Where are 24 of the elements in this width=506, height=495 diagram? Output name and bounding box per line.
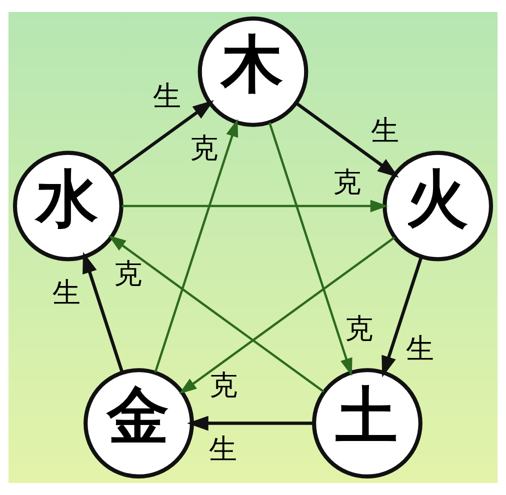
arrow (108, 235, 324, 393)
arrow (187, 416, 314, 431)
arrow (382, 256, 423, 378)
arrow (268, 122, 352, 376)
edge-label: 生 (406, 332, 434, 366)
arrow (295, 102, 399, 178)
edge-label: 克 (344, 312, 373, 345)
node-circle: 土 (312, 368, 422, 478)
node-circle: 木 (198, 16, 308, 127)
node-circle: 水 (12, 150, 124, 262)
node-circle: 火 (382, 150, 494, 262)
edge-label: 克 (209, 368, 238, 402)
edge-label: 克 (333, 165, 362, 198)
edge-label: 克 (190, 131, 218, 164)
arrow (110, 100, 214, 176)
edge-label: 生 (371, 114, 400, 147)
edge-label: 生 (152, 79, 181, 112)
arrow (154, 119, 238, 373)
arrow (179, 236, 396, 394)
edge-label: 生 (208, 432, 237, 466)
node-circle: 金 (84, 368, 194, 478)
arrow (82, 252, 124, 373)
edge-label: 生 (52, 276, 81, 310)
arrow (122, 200, 388, 212)
